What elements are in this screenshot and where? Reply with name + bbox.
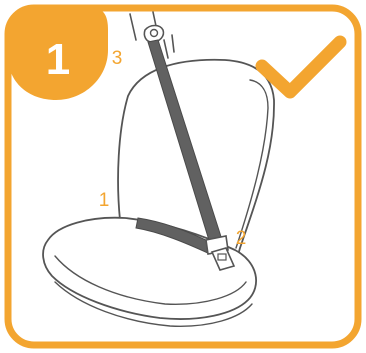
step-number: 1 — [46, 35, 70, 84]
belt-upper-anchor — [144, 26, 163, 43]
callout-2: 2 — [236, 228, 247, 249]
callout-1: 1 — [99, 190, 110, 211]
callout-3: 3 — [112, 48, 123, 69]
